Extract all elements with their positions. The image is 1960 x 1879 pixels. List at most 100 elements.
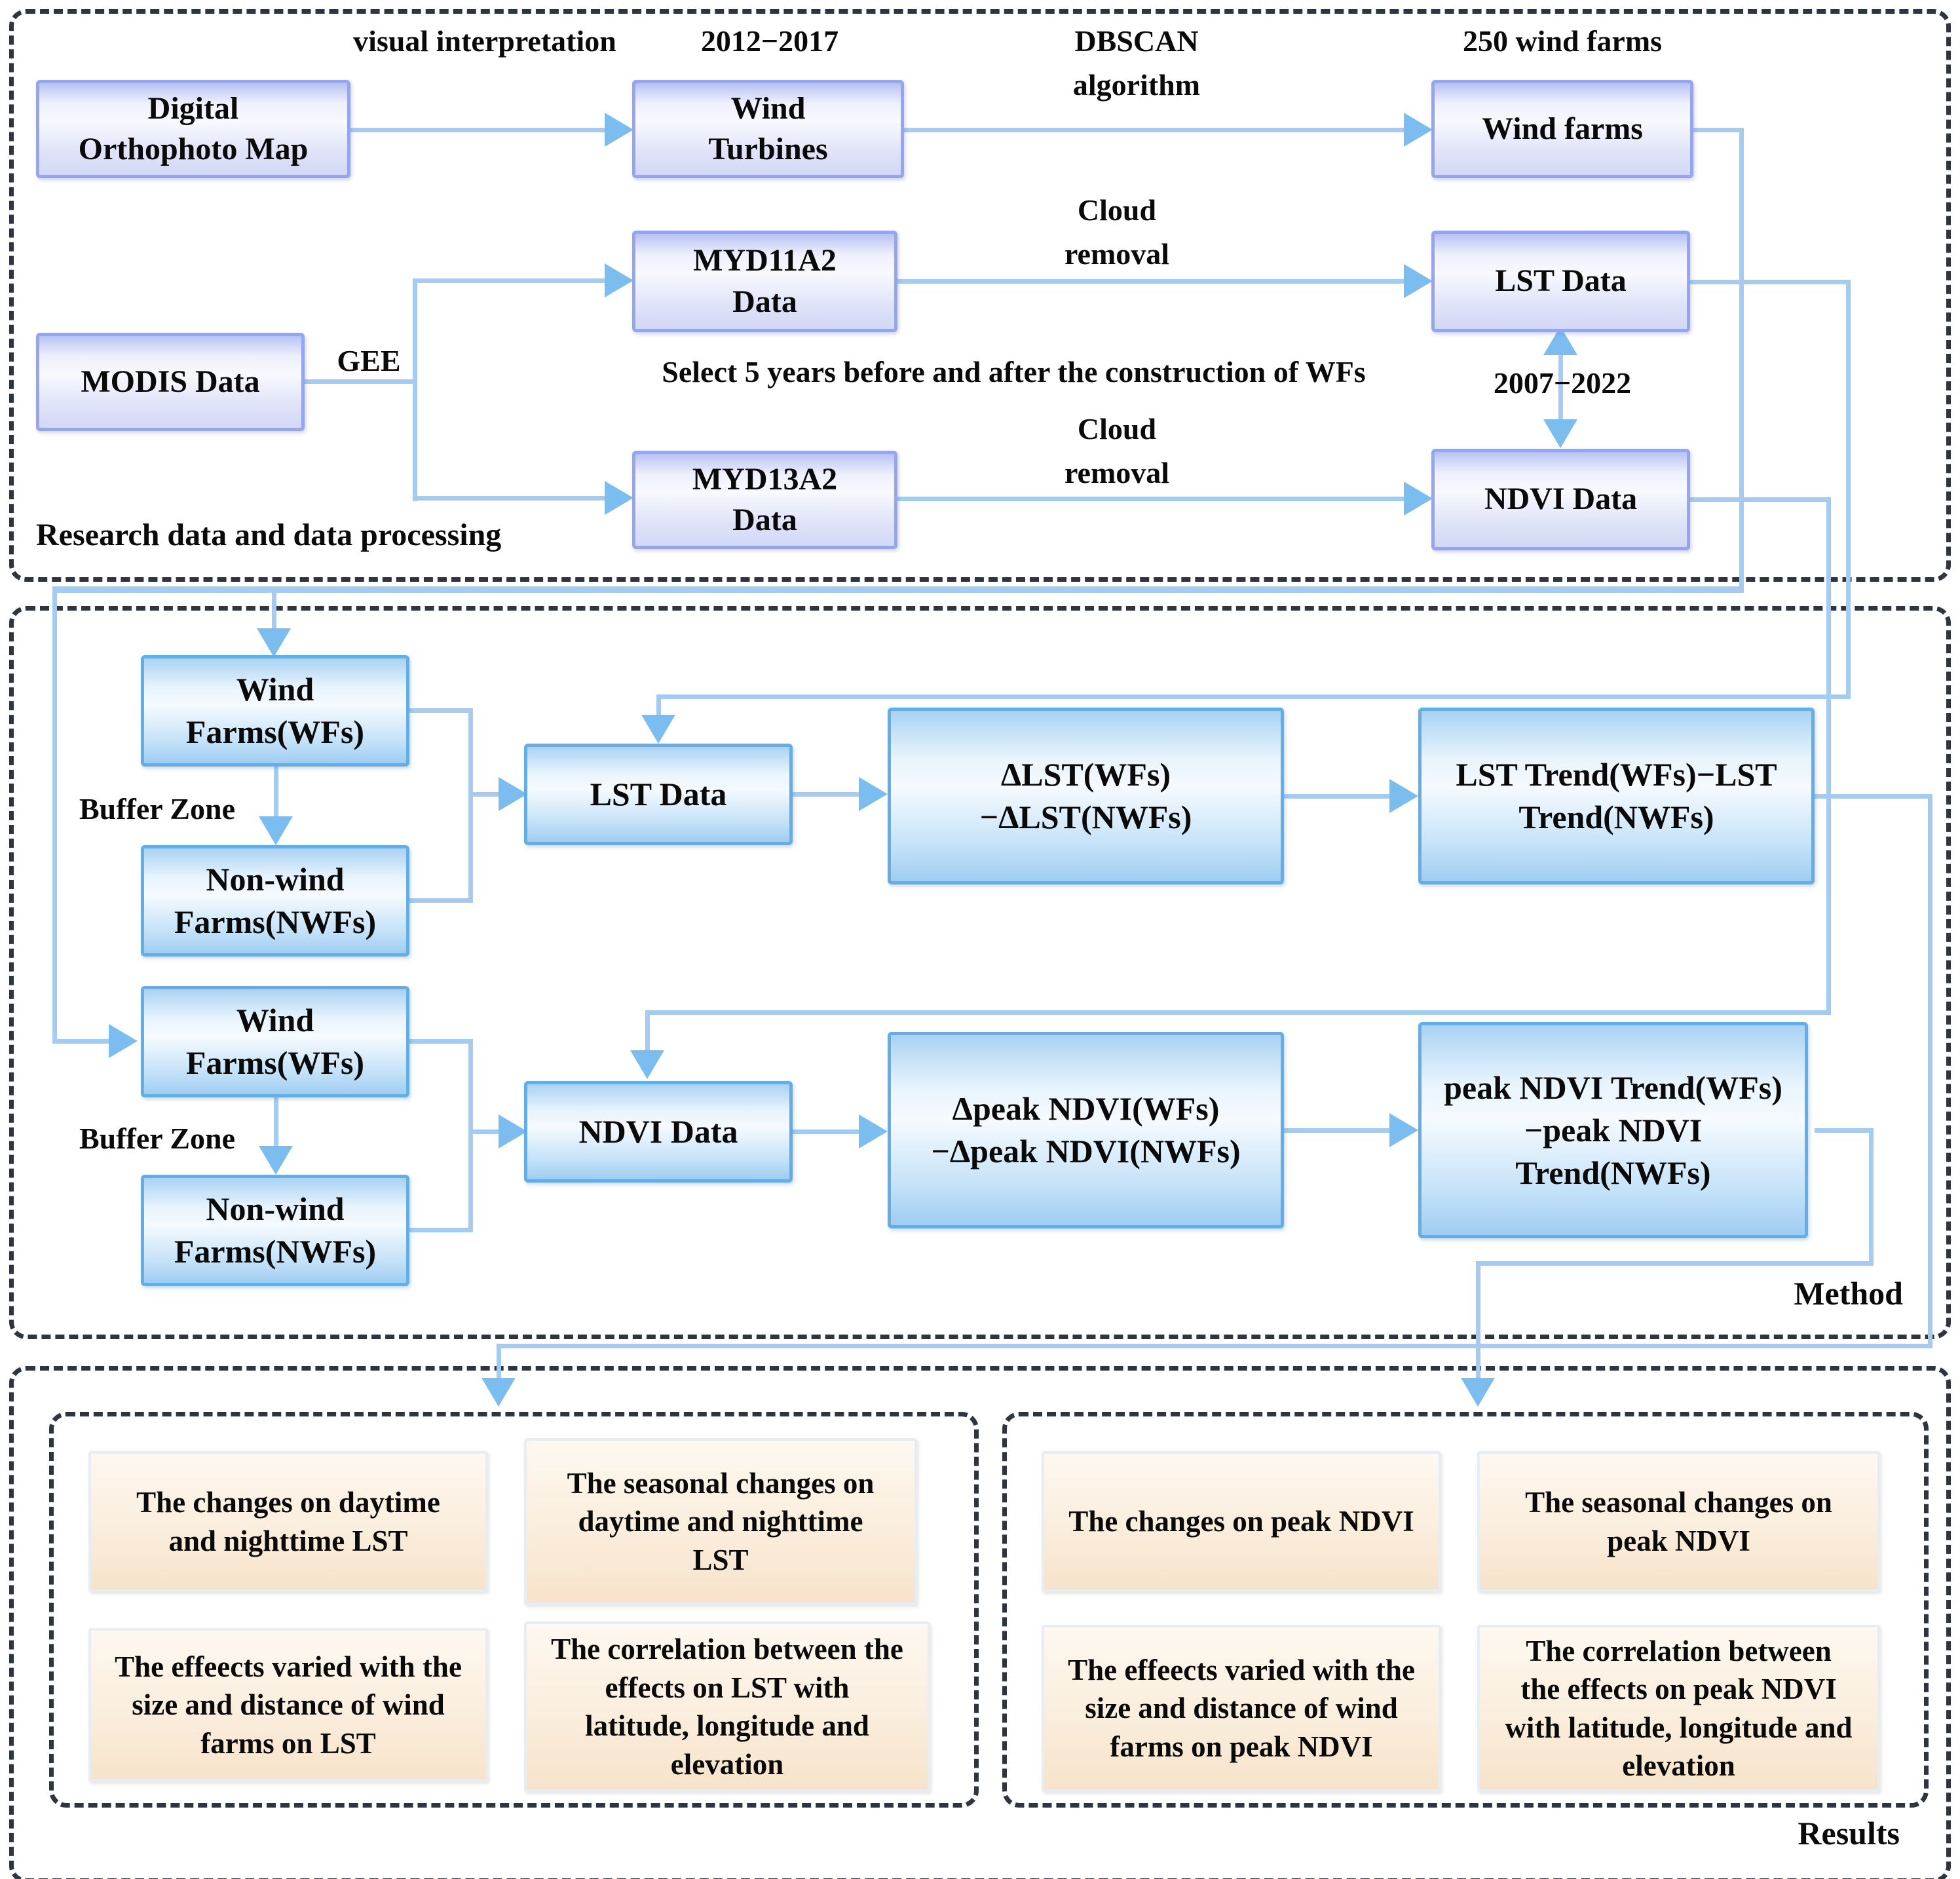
- line-windfarms-crossband: [52, 586, 1744, 593]
- line-ndvidelta-to-trend: [1284, 1128, 1392, 1133]
- arrowhead-dom-to-turbines: [605, 113, 633, 147]
- node-label: Non-wind Farms(NWFs): [174, 1190, 377, 1270]
- arrowhead-ndvidelta-to-trend: [1389, 1113, 1418, 1147]
- line-lsttrend-into-results: [497, 1344, 501, 1380]
- result-text: The changes on daytime and nighttime LST: [136, 1486, 440, 1557]
- label-gee: GEE: [337, 344, 401, 377]
- line-ndvitrend-down: [1869, 1128, 1874, 1266]
- line-lstdata-to-delta: [793, 792, 861, 797]
- node-label: LST Data: [590, 776, 727, 812]
- results-ndvi-group: [1002, 1412, 1929, 1808]
- line-join1-out: [468, 792, 501, 797]
- label-buffer-zone-1: Buffer Zone: [79, 792, 236, 826]
- node-label: NDVI Data: [578, 1113, 738, 1150]
- label-period-2012-2017: 2012−2017: [700, 24, 839, 58]
- label-section1-title: Research data and data processing: [36, 518, 502, 552]
- node-ndvi-data-method: NDVI Data: [524, 1081, 793, 1183]
- result-text: The effeects varied with the size and di…: [1068, 1653, 1415, 1763]
- node-label: Digital Orthophoto Map: [78, 90, 309, 166]
- node-wind-farms-wfs-1: Wind Farms(WFs): [141, 655, 409, 767]
- arrowhead-ndvidata-to-delta: [859, 1114, 888, 1148]
- node-wind-farms: Wind farms: [1431, 80, 1693, 178]
- result-ndvi-seasonal: The seasonal changes on peak NDVI: [1477, 1451, 1880, 1592]
- section-data-processing: [9, 9, 1951, 582]
- arrowhead-myd11-to-lst: [1404, 264, 1433, 298]
- label-select-5-years: Select 5 years before and after the cons…: [662, 355, 1366, 389]
- node-delta-lst: ΔLST(WFs) −ΔLST(NWFs): [888, 708, 1284, 884]
- node-label: Wind Farms(WFs): [185, 671, 365, 750]
- line-modis-out: [305, 379, 416, 384]
- label-250-wind-farms: 250 wind farms: [1462, 24, 1663, 58]
- line-left-drop: [52, 592, 57, 1044]
- node-lst-data-method: LST Data: [524, 744, 793, 845]
- node-label: MYD11A2 Data: [693, 243, 837, 319]
- line-wf1-join: [409, 708, 472, 713]
- result-lst-size-distance: The effeects varied with the size and di…: [88, 1628, 488, 1782]
- label-period-2007-2022: 2007−2022: [1493, 366, 1632, 400]
- result-text: The correlation between the effects on p…: [1505, 1634, 1853, 1783]
- result-text: The seasonal changes on daytime and nigh…: [567, 1466, 875, 1576]
- node-label: MYD13A2 Data: [692, 461, 838, 537]
- arrowhead-down-to-ndvi: [1543, 419, 1577, 448]
- line-ndvitop-exit: [1690, 497, 1831, 502]
- result-lst-seasonal: The seasonal changes on daytime and nigh…: [524, 1438, 917, 1605]
- node-non-wind-farms-2: Non-wind Farms(NWFs): [141, 1175, 409, 1286]
- line-branch-to-wf1: [272, 592, 276, 631]
- result-ndvi-correlation: The correlation between the effects on p…: [1477, 1625, 1880, 1792]
- line-modis-branch: [413, 278, 417, 501]
- line-lsttop-across: [656, 694, 1851, 699]
- line-lsttrend-exit: [1815, 794, 1932, 799]
- arrowhead-delta-to-trend: [1389, 779, 1418, 813]
- line-ndvitop-down: [1826, 497, 1831, 1015]
- arrowhead-myd13-to-ndvi: [1404, 482, 1433, 516]
- arrowhead-into-ndvidata: [499, 1114, 527, 1148]
- node-ndvi-data-top: NDVI Data: [1431, 449, 1690, 550]
- node-peak-ndvi-trend: peak NDVI Trend(WFs)−peak NDVI Trend(NWF…: [1418, 1022, 1808, 1238]
- node-myd13a2-data: MYD13A2 Data: [632, 451, 897, 549]
- line-ndvitop-across: [645, 1010, 1831, 1015]
- line-lst-ndvi-bidirectional: [1558, 354, 1563, 419]
- arrowhead-to-myd11: [605, 263, 633, 297]
- node-wind-farms-wfs-2: Wind Farms(WFs): [141, 986, 409, 1097]
- line-windfarms-exit: [1693, 128, 1743, 132]
- line-lsttrend-across: [497, 1344, 1932, 1348]
- arrowhead-lstdata-to-delta: [859, 777, 888, 811]
- result-lst-changes: The changes on daytime and nighttime LST: [88, 1451, 488, 1592]
- line-windfarms-down: [1739, 128, 1744, 593]
- line-ndvitrend-across: [1476, 1261, 1874, 1266]
- result-text: The changes on peak NDVI: [1068, 1505, 1414, 1538]
- line-delta-to-trend: [1284, 794, 1392, 799]
- label-visual-interpretation: visual interpretation: [353, 24, 616, 58]
- line-join1-vertical: [468, 708, 473, 903]
- line-nwf2-join: [409, 1228, 472, 1232]
- label-results-title: Results: [1798, 1815, 1900, 1851]
- node-myd11a2-data: MYD11A2 Data: [632, 231, 897, 332]
- line-wf1-to-nwf1: [274, 767, 278, 819]
- line-join2-out: [468, 1129, 501, 1134]
- node-label: Wind farms: [1482, 111, 1643, 146]
- line-ndvitrend-into-results: [1476, 1261, 1480, 1383]
- node-digital-orthophoto-map: Digital Orthophoto Map: [36, 80, 350, 178]
- node-label: ΔLST(WFs) −ΔLST(NWFs): [979, 756, 1192, 835]
- node-label: Wind Turbines: [708, 90, 828, 166]
- arrowhead-into-wf2: [109, 1024, 138, 1058]
- line-ndvitop-into-method: [645, 1010, 650, 1053]
- label-method-title: Method: [1794, 1275, 1903, 1312]
- label-cloud-removal-top: Cloud removal: [1064, 193, 1170, 271]
- node-label: LST Trend(WFs)−LST Trend(NWFs): [1456, 756, 1777, 835]
- arrowhead-wf1-to-nwf1: [259, 816, 293, 845]
- label-dbscan-algorithm: DBSCAN algorithm: [1072, 24, 1201, 102]
- arrowhead-into-wf1: [257, 628, 291, 657]
- line-left-to-wf2: [52, 1039, 111, 1044]
- node-label: Wind Farms(WFs): [185, 1002, 365, 1081]
- line-myd11-to-lst: [897, 279, 1405, 284]
- node-lst-data-top: LST Data: [1431, 231, 1690, 332]
- line-branch-to-myd11: [413, 278, 606, 283]
- node-label: Δpeak NDVI(WFs) −Δpeak NDVI(NWFs): [931, 1090, 1241, 1169]
- line-ndvidata-to-delta: [793, 1129, 861, 1134]
- result-ndvi-size-distance: The effeects varied with the size and di…: [1042, 1625, 1441, 1792]
- arrowhead-wf2-to-nwf2: [259, 1146, 293, 1175]
- result-text: The effeects varied with the size and di…: [115, 1650, 462, 1760]
- node-label: MODIS Data: [81, 364, 260, 399]
